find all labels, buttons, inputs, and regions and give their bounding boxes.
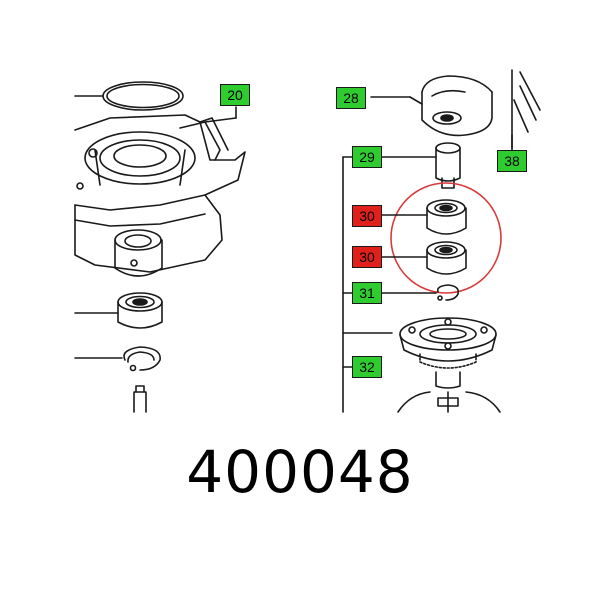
callout-30-upper: 30	[352, 205, 382, 227]
callout-31: 31	[352, 282, 382, 304]
left-circlip	[123, 346, 161, 372]
ball-bearing-30-lower	[426, 241, 467, 275]
circlip-part-31	[436, 284, 460, 301]
callout-30-lower: 30	[352, 246, 382, 268]
flange-part-32	[399, 317, 497, 389]
leader-line	[204, 117, 237, 123]
o-ring-part	[102, 81, 184, 111]
callout-32: 32	[352, 356, 382, 378]
callout-38: 38	[497, 150, 527, 172]
side-component-38	[511, 69, 541, 149]
callout-28: 28	[336, 87, 366, 109]
left-ball-bearing	[117, 292, 163, 329]
callout-20: 20	[220, 84, 250, 106]
collar-part-28	[421, 75, 493, 137]
part-number: 400048	[186, 438, 414, 506]
disc-part	[397, 391, 501, 413]
highlight-circle	[390, 182, 502, 294]
gear-housing-part	[74, 114, 246, 277]
callout-29: 29	[352, 146, 382, 168]
sleeve-part-29	[435, 142, 461, 189]
leader-line	[409, 96, 423, 105]
ball-bearing-30-upper	[426, 199, 467, 235]
shaft-stub	[133, 385, 147, 413]
